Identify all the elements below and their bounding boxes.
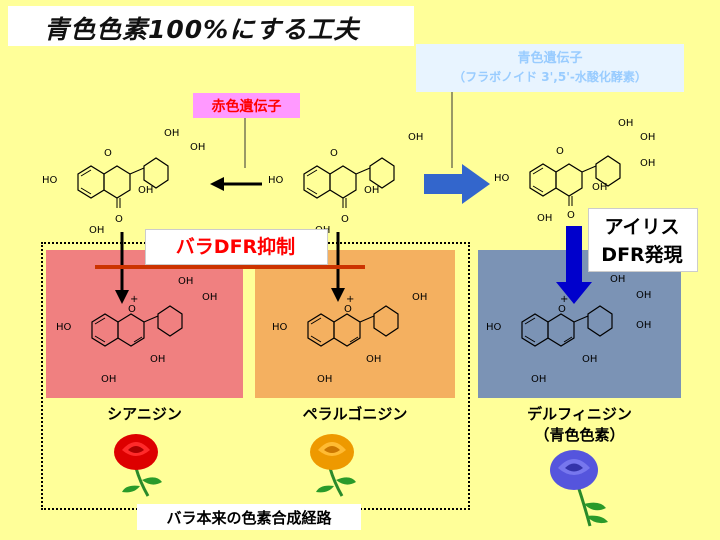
orange-rose-icon — [310, 434, 356, 497]
svg-text:OH: OH — [178, 276, 193, 287]
svg-text:OH: OH — [364, 185, 379, 196]
dfr-suppression-line — [95, 265, 365, 269]
svg-text:O: O — [341, 214, 349, 225]
svg-text:HO: HO — [486, 322, 502, 333]
iris-label: アイリス — [604, 216, 680, 238]
svg-text:OH: OH — [618, 118, 633, 129]
iris-dfr-arrow — [556, 226, 592, 304]
blue-gene-enzyme-label: （フラボノイド 3',5'-水酸化酵素） — [453, 70, 647, 84]
dfr-suppression-box — [145, 229, 328, 265]
left-reaction-arrow-head — [210, 177, 224, 191]
svg-text:HO: HO — [494, 173, 510, 184]
svg-text:O: O — [104, 148, 112, 159]
myricetin-molecule: HO OH O O OH OH OH OH — [494, 118, 655, 224]
svg-text:O: O — [330, 148, 338, 159]
blue-gene-arrow — [424, 164, 490, 204]
svg-text:O: O — [344, 304, 352, 315]
svg-text:OH: OH — [636, 320, 651, 331]
svg-text:HO: HO — [56, 322, 72, 333]
svg-text:O: O — [556, 146, 564, 157]
svg-text:OH: OH — [150, 354, 165, 365]
pelargonidin-arrow-head — [331, 288, 345, 302]
svg-text:O: O — [567, 210, 575, 221]
pelargonidin-molecule: HO OH O + OH OH — [272, 292, 427, 384]
native-pathway-label: バラ本来の色素合成経路 — [166, 509, 332, 527]
svg-text:OH: OH — [531, 374, 546, 384]
native-pathway-box — [137, 504, 361, 530]
quercetin-molecule: HO OH O O OH OH OH — [42, 128, 205, 236]
svg-text:HO: HO — [272, 322, 288, 333]
svg-text:OH: OH — [592, 182, 607, 193]
svg-text:OH: OH — [640, 132, 655, 143]
pelargonidin-name: ペラルゴニジン — [302, 405, 408, 423]
svg-text:OH: OH — [138, 185, 153, 196]
title-box — [8, 6, 414, 46]
svg-text:OH: OH — [408, 132, 423, 143]
svg-text:OH: OH — [412, 292, 427, 303]
pelargonidin-panel — [255, 250, 455, 398]
blue-gene-label: 青色遺伝子 — [517, 51, 583, 66]
svg-text:+: + — [346, 294, 354, 305]
red-rose-icon — [114, 434, 162, 497]
red-gene-box — [193, 93, 300, 118]
cyanidin-arrow-head — [115, 290, 129, 304]
blue-rose-icon — [550, 450, 608, 527]
kaempferol-molecule: HO OH O O OH OH — [268, 132, 423, 236]
svg-text:OH: OH — [89, 225, 104, 236]
delphinidin-note: （青色色素） — [534, 426, 625, 444]
svg-text:OH: OH — [317, 374, 332, 384]
dfr-expression-label: DFR発現 — [601, 244, 683, 266]
svg-text:OH: OH — [610, 274, 625, 285]
svg-text:OH: OH — [202, 292, 217, 303]
svg-text:OH: OH — [537, 213, 552, 224]
svg-text:OH: OH — [636, 290, 651, 301]
svg-text:+: + — [560, 294, 568, 305]
svg-text:HO: HO — [268, 175, 284, 186]
svg-text:HO: HO — [42, 175, 58, 186]
svg-text:OH: OH — [366, 354, 381, 365]
svg-text:OH: OH — [582, 354, 597, 365]
delphinidin-molecule: HO OH O + OH OH OH OH — [486, 274, 651, 384]
cyanidin-molecule: HO OH O + OH OH OH — [56, 276, 217, 384]
delphinidin-name: デルフィニジン — [527, 405, 632, 423]
blue-gene-box — [416, 44, 684, 92]
svg-text:+: + — [130, 294, 138, 305]
svg-text:OH: OH — [640, 158, 655, 169]
dfr-suppression-label: バラDFR抑制 — [175, 236, 296, 258]
svg-text:O: O — [128, 304, 136, 315]
svg-text:OH: OH — [190, 142, 205, 153]
svg-text:OH: OH — [164, 128, 179, 139]
page-title: 青色色素100%にする工夫 — [44, 15, 360, 44]
svg-text:OH: OH — [101, 374, 116, 384]
svg-text:O: O — [558, 304, 566, 315]
red-gene-label: 赤色遺伝子 — [211, 99, 282, 115]
svg-text:O: O — [115, 214, 123, 225]
cyanidin-name: シアニジン — [107, 405, 182, 423]
iris-dfr-box — [588, 208, 698, 272]
